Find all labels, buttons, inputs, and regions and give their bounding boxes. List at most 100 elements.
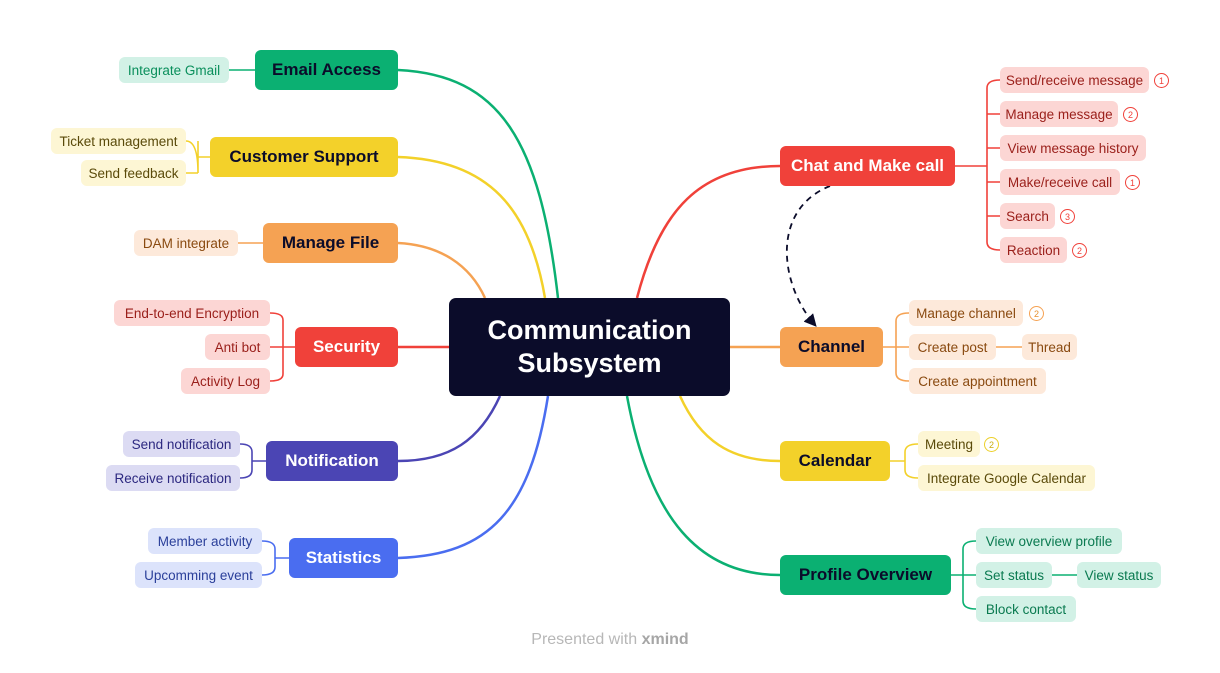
subtopic-search-label: Search bbox=[1006, 208, 1049, 224]
subtopic-send-feedback-label: Send feedback bbox=[88, 165, 179, 181]
subtopic-meeting[interactable]: Meeting bbox=[918, 431, 980, 457]
subtopic-anti-bot-label: Anti bot bbox=[214, 339, 261, 355]
subtopic-upcomming-event-label: Upcomming event bbox=[144, 567, 253, 583]
subtopic-ticket-management-label: Ticket management bbox=[59, 133, 178, 149]
link-notification-children bbox=[239, 443, 266, 479]
link-security-children bbox=[269, 312, 295, 382]
subtopic-set-status-label: Set status bbox=[983, 567, 1045, 583]
subtopic-view-message-history-label: View message history bbox=[1007, 140, 1139, 156]
subtopic-integrate-google-calendar-label: Integrate Google Calendar bbox=[926, 470, 1087, 486]
subtopic-block-contact-label: Block contact bbox=[985, 601, 1067, 617]
subtopic-integrate-gmail-label: Integrate Gmail bbox=[127, 62, 221, 78]
subtopic-send-notification-label: Send notification bbox=[131, 436, 232, 452]
topic-chat-and-make-call-label: Chat and Make call bbox=[790, 156, 945, 175]
central-topic-line2: Subsystem bbox=[517, 348, 662, 378]
link-customer-support bbox=[397, 155, 547, 299]
subtopic-set-status[interactable]: Set status bbox=[976, 562, 1052, 588]
central-topic[interactable]: Communication Subsystem bbox=[449, 298, 730, 396]
link-calendar bbox=[678, 395, 781, 463]
subtopic-manage-message-label: Manage message bbox=[1005, 106, 1113, 122]
subtopic-manage-channel-label: Manage channel bbox=[916, 305, 1016, 321]
topic-notification-label: Notification bbox=[285, 451, 379, 470]
subtopic-upcomming-event[interactable]: Upcomming event bbox=[135, 562, 262, 588]
subtopic-ticket-management[interactable]: Ticket management bbox=[51, 128, 186, 154]
task-badge-reaction: 2 bbox=[1072, 243, 1087, 258]
topic-statistics-label: Statistics bbox=[305, 548, 382, 567]
link-statistics bbox=[397, 395, 550, 560]
central-topic-line1: Communication bbox=[487, 315, 692, 345]
topic-calendar-label: Calendar bbox=[798, 451, 872, 470]
link-customer-support-children bbox=[185, 140, 210, 174]
subtopic-manage-message[interactable]: Manage message bbox=[1000, 101, 1118, 127]
subtopic-end-to-end-encryption-label: End-to-end Encryption bbox=[124, 305, 260, 321]
subtopic-create-post-label: Create post bbox=[917, 339, 988, 355]
topic-profile-overview[interactable]: Profile Overview bbox=[780, 555, 951, 595]
topic-notification[interactable]: Notification bbox=[266, 441, 398, 481]
topic-channel[interactable]: Channel bbox=[780, 327, 883, 367]
footer-prefix: Presented with bbox=[531, 631, 638, 648]
subtopic-activity-log-label: Activity Log bbox=[190, 373, 261, 389]
link-channel-children bbox=[883, 312, 1022, 382]
subtopic-search[interactable]: Search bbox=[1000, 203, 1055, 229]
link-statistics-children bbox=[261, 540, 289, 576]
task-badge-make-receive-call: 1 bbox=[1125, 175, 1140, 190]
subtopic-send-notification[interactable]: Send notification bbox=[123, 431, 240, 457]
subtopic-reaction-label: Reaction bbox=[1006, 242, 1061, 258]
subtopic-thread-label: Thread bbox=[1028, 339, 1071, 355]
task-badge-manage-message: 2 bbox=[1123, 107, 1138, 122]
subtopic-view-status[interactable]: View status bbox=[1077, 562, 1161, 588]
topic-email-access[interactable]: Email Access bbox=[255, 50, 398, 90]
subtopic-receive-notification-label: Receive notification bbox=[114, 470, 232, 486]
subtopic-anti-bot[interactable]: Anti bot bbox=[205, 334, 270, 360]
topic-manage-file[interactable]: Manage File bbox=[263, 223, 398, 263]
subtopic-make-receive-call-label: Make/receive call bbox=[1007, 174, 1113, 190]
xmind-logo-text: xmind bbox=[641, 631, 689, 648]
subtopic-meeting-label: Meeting bbox=[924, 436, 974, 452]
subtopic-end-to-end-encryption[interactable]: End-to-end Encryption bbox=[114, 300, 270, 326]
subtopic-thread[interactable]: Thread bbox=[1022, 334, 1077, 360]
topic-statistics[interactable]: Statistics bbox=[289, 538, 398, 578]
subtopic-block-contact[interactable]: Block contact bbox=[976, 596, 1076, 622]
subtopic-integrate-google-calendar[interactable]: Integrate Google Calendar bbox=[918, 465, 1095, 491]
topic-customer-support[interactable]: Customer Support bbox=[210, 137, 398, 177]
topic-customer-support-label: Customer Support bbox=[229, 147, 379, 166]
subtopic-send-receive-message-label: Send/receive message bbox=[1005, 72, 1144, 88]
subtopic-view-status-label: View status bbox=[1084, 567, 1154, 583]
relationship-arrow bbox=[785, 185, 831, 327]
subtopic-send-receive-message[interactable]: Send/receive message bbox=[1000, 67, 1149, 93]
footer-watermark: Presented with xmind bbox=[0, 631, 1220, 649]
subtopic-create-post[interactable]: Create post bbox=[909, 334, 996, 360]
task-badge-send-receive: 1 bbox=[1154, 73, 1169, 88]
subtopic-dam-integrate[interactable]: DAM integrate bbox=[134, 230, 238, 256]
subtopic-dam-integrate-label: DAM integrate bbox=[142, 235, 230, 251]
task-badge-meeting: 2 bbox=[984, 437, 999, 452]
task-badge-search: 3 bbox=[1060, 209, 1075, 224]
link-profile-children bbox=[951, 540, 1077, 610]
topic-security[interactable]: Security bbox=[295, 327, 398, 367]
topic-security-label: Security bbox=[312, 337, 381, 356]
subtopic-view-overview-profile-label: View overview profile bbox=[985, 533, 1113, 549]
link-chat-children bbox=[955, 79, 1001, 251]
subtopic-make-receive-call[interactable]: Make/receive call bbox=[1000, 169, 1120, 195]
subtopic-create-appointment[interactable]: Create appointment bbox=[909, 368, 1046, 394]
subtopic-view-message-history[interactable]: View message history bbox=[1000, 135, 1146, 161]
topic-manage-file-label: Manage File bbox=[281, 233, 380, 252]
subtopic-reaction[interactable]: Reaction bbox=[1000, 237, 1067, 263]
link-calendar-children bbox=[890, 443, 919, 479]
link-email-access bbox=[397, 68, 560, 299]
subtopic-send-feedback[interactable]: Send feedback bbox=[81, 160, 186, 186]
link-chat bbox=[635, 164, 781, 299]
topic-chat-and-make-call[interactable]: Chat and Make call bbox=[780, 146, 955, 186]
subtopic-integrate-gmail[interactable]: Integrate Gmail bbox=[119, 57, 229, 83]
topic-calendar[interactable]: Calendar bbox=[780, 441, 890, 481]
link-profile bbox=[625, 395, 781, 577]
subtopic-activity-log[interactable]: Activity Log bbox=[181, 368, 270, 394]
subtopic-manage-channel[interactable]: Manage channel bbox=[909, 300, 1023, 326]
subtopic-member-activity[interactable]: Member activity bbox=[148, 528, 262, 554]
subtopic-view-overview-profile[interactable]: View overview profile bbox=[976, 528, 1122, 554]
topic-email-access-label: Email Access bbox=[272, 60, 381, 79]
subtopic-receive-notification[interactable]: Receive notification bbox=[106, 465, 240, 491]
topic-channel-label: Channel bbox=[797, 337, 866, 356]
